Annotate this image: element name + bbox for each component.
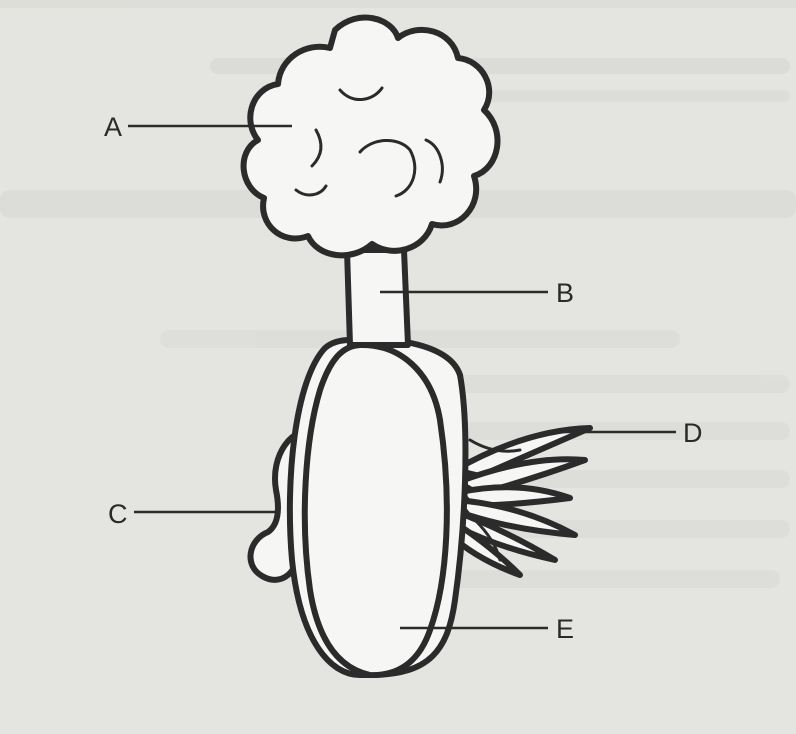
label-c: C bbox=[108, 499, 128, 529]
disc-part-e bbox=[286, 336, 469, 679]
part-labels: A B C D E bbox=[104, 112, 703, 644]
label-a: A bbox=[104, 112, 122, 142]
leader-lines bbox=[128, 124, 676, 630]
stalk-part-b bbox=[344, 247, 411, 348]
label-b: B bbox=[556, 278, 574, 308]
label-d: D bbox=[683, 418, 703, 448]
label-e: E bbox=[556, 614, 574, 644]
plume-part-d bbox=[445, 425, 593, 578]
cloud-part-a bbox=[240, 14, 501, 259]
